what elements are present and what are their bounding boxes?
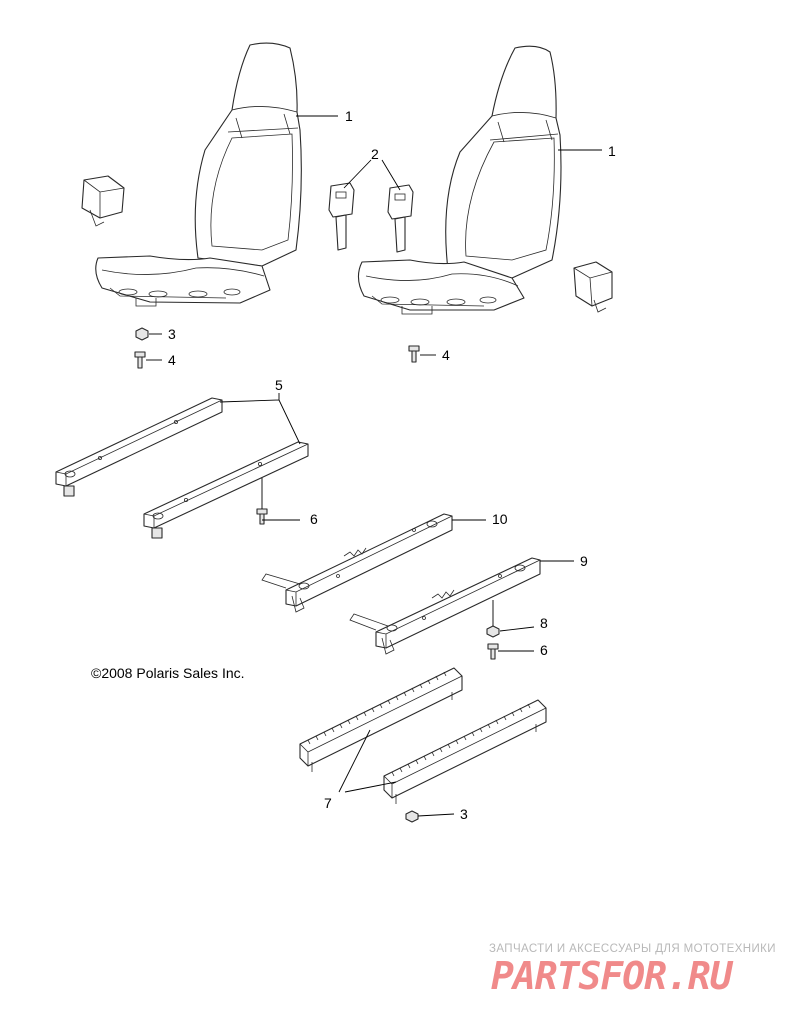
seat-slider-9 [349, 557, 541, 655]
callout-2: 2 [371, 146, 379, 162]
callout-9: 9 [580, 553, 588, 569]
nut-8 [486, 625, 500, 638]
seat-left [95, 42, 302, 307]
buckle-housing-right [573, 261, 613, 313]
bolt-6-lower [487, 643, 499, 660]
callout-5: 5 [275, 377, 283, 393]
seat-slider-10 [261, 513, 453, 613]
leader-lines [146, 115, 602, 817]
bolt-4-left [134, 351, 146, 369]
seat-support-rail-upper [55, 397, 223, 497]
bolt-6-upper [256, 508, 268, 525]
seat-right [357, 45, 562, 315]
callout-1-right: 1 [608, 143, 616, 159]
callout-3-lower: 3 [460, 806, 468, 822]
callout-4-left: 4 [168, 352, 176, 368]
callout-10: 10 [492, 511, 508, 527]
bolt-4-right [408, 345, 420, 363]
nut-3-lower [405, 810, 419, 823]
callout-3-upper: 3 [168, 326, 176, 342]
buckle-housing-left [81, 175, 125, 227]
seat-support-rail-lower [143, 441, 309, 539]
callout-4-right: 4 [442, 347, 450, 363]
callout-7: 7 [324, 795, 332, 811]
seat-belt-buckle-b [387, 184, 414, 253]
watermark-tagline: ЗАПЧАСТИ И АКСЕССУАРЫ ДЛЯ МОТОТЕХНИКИ [489, 943, 776, 955]
callout-6-upper: 6 [310, 511, 318, 527]
nut-3-left [135, 327, 149, 341]
seat-track-rail-upper [299, 667, 463, 772]
callout-1-left: 1 [345, 108, 353, 124]
callout-6-lower: 6 [540, 642, 548, 658]
seat-track-rail-lower [383, 699, 547, 804]
watermark-logo: PARTSFOR.RU [491, 954, 733, 998]
copyright-notice: ©2008 Polaris Sales Inc. [91, 665, 245, 681]
seat-belt-buckle-a [328, 182, 355, 251]
callout-8: 8 [540, 615, 548, 631]
